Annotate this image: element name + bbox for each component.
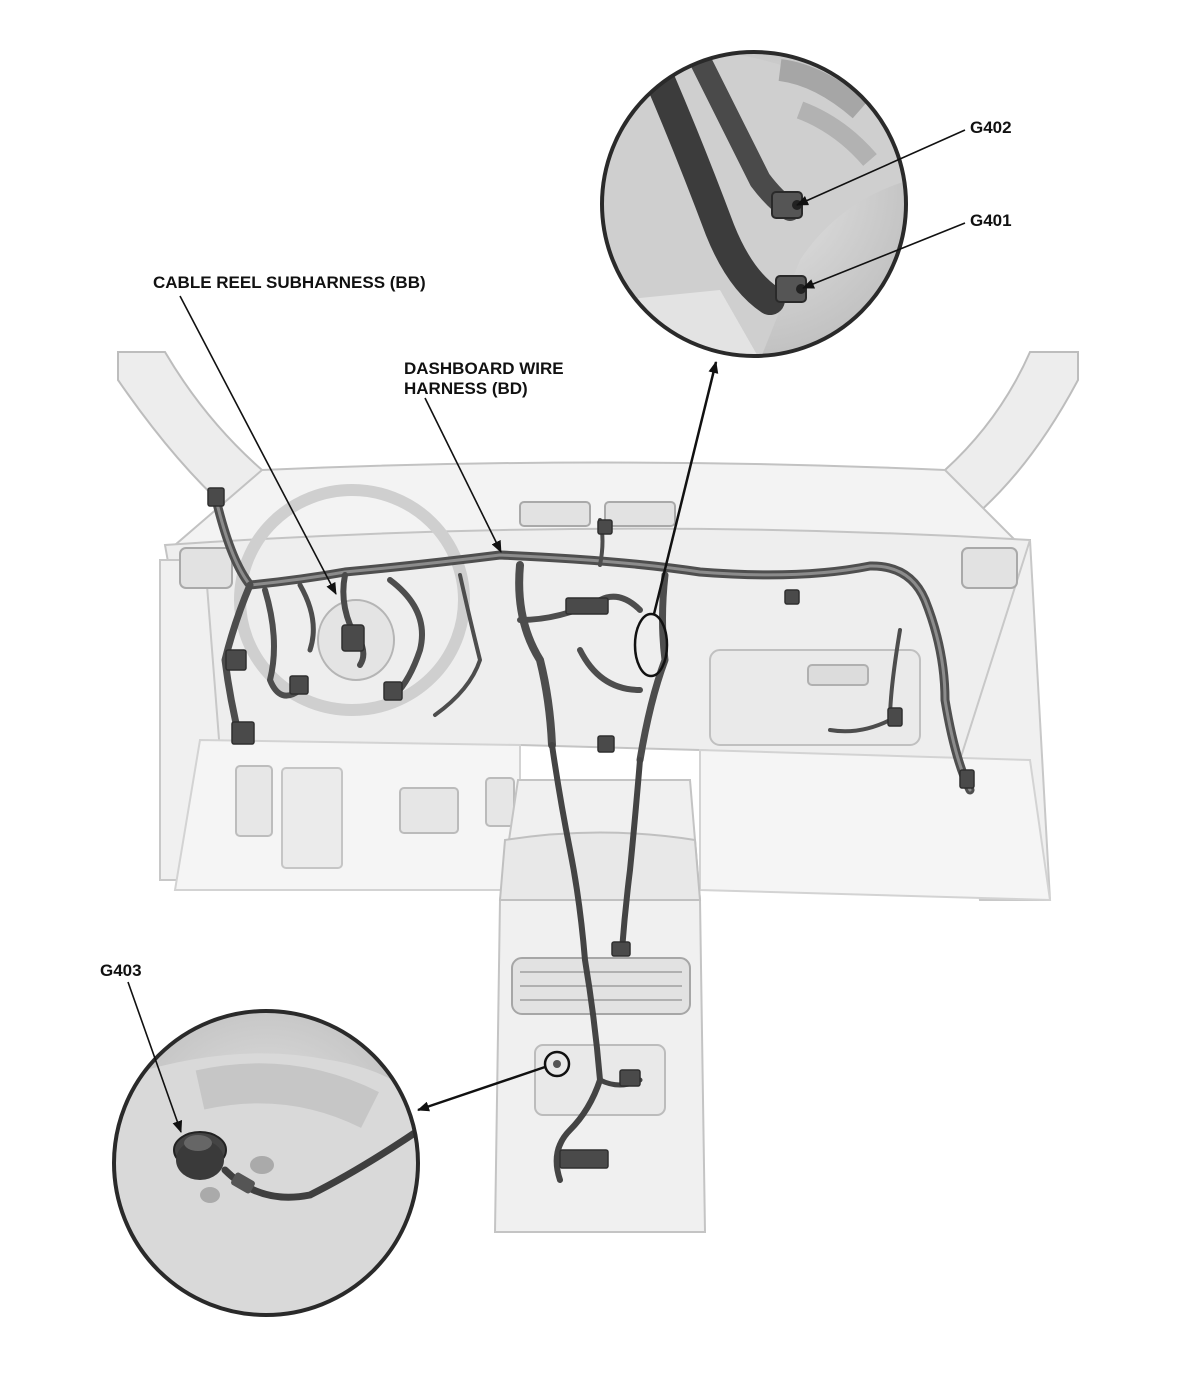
center-branch-5 (577, 647, 643, 693)
label-text: G403 (100, 961, 142, 980)
pedal-right (485, 777, 515, 827)
switch-panel (235, 765, 273, 837)
label-text-line1: DASHBOARD WIRE (404, 359, 564, 378)
label-text: G402 (970, 118, 1012, 137)
center-vent-left (519, 501, 591, 527)
leader-g402 (796, 129, 966, 206)
ground-location-marker-g403 (543, 1050, 571, 1078)
label-cable-reel-subharness: CABLE REEL SUBHARNESS (BB) (153, 273, 426, 293)
detail-arrow-bottom (417, 1065, 546, 1112)
left-vent (179, 547, 233, 589)
detail-arrow-top (652, 361, 719, 615)
leader-lines (127, 129, 966, 1133)
leader-cable-reel (179, 295, 337, 595)
detail-view-g403 (112, 1009, 420, 1317)
leader-dashboard-harness (424, 397, 502, 553)
driver-branch-2 (262, 587, 303, 699)
pedal-left (399, 787, 459, 834)
center-branch-1 (515, 561, 556, 749)
label-g401: G401 (970, 211, 1012, 231)
glove-box-latch (807, 664, 869, 686)
label-g402: G402 (970, 118, 1012, 138)
detail-view-g401-g402 (600, 50, 908, 358)
floor (173, 738, 521, 891)
floor-harness-2 (619, 757, 643, 953)
floor-right (699, 748, 1052, 902)
leader-g403 (127, 981, 183, 1133)
leader-g401 (802, 222, 966, 289)
label-dashboard-wire-harness: DASHBOARD WIRE HARNESS (BD) (404, 359, 564, 399)
ground-location-marker-g401-g402 (633, 612, 669, 678)
floor-harness-1 (549, 742, 603, 1183)
driver-branch-1 (221, 581, 254, 744)
column-branch (387, 577, 425, 698)
wire-harness (207, 487, 975, 1183)
label-text-line2: HARNESS (BD) (404, 379, 528, 398)
lower-dash-branch (433, 573, 482, 717)
label-text: G401 (970, 211, 1012, 230)
floor-mat (281, 767, 343, 869)
console-top (498, 831, 702, 901)
label-text: CABLE REEL SUBHARNESS (BB) (153, 273, 426, 292)
right-vent (961, 547, 1018, 589)
label-g403: G403 (100, 961, 142, 981)
driver-branch-3 (297, 582, 316, 653)
center-vent-right (604, 501, 676, 527)
